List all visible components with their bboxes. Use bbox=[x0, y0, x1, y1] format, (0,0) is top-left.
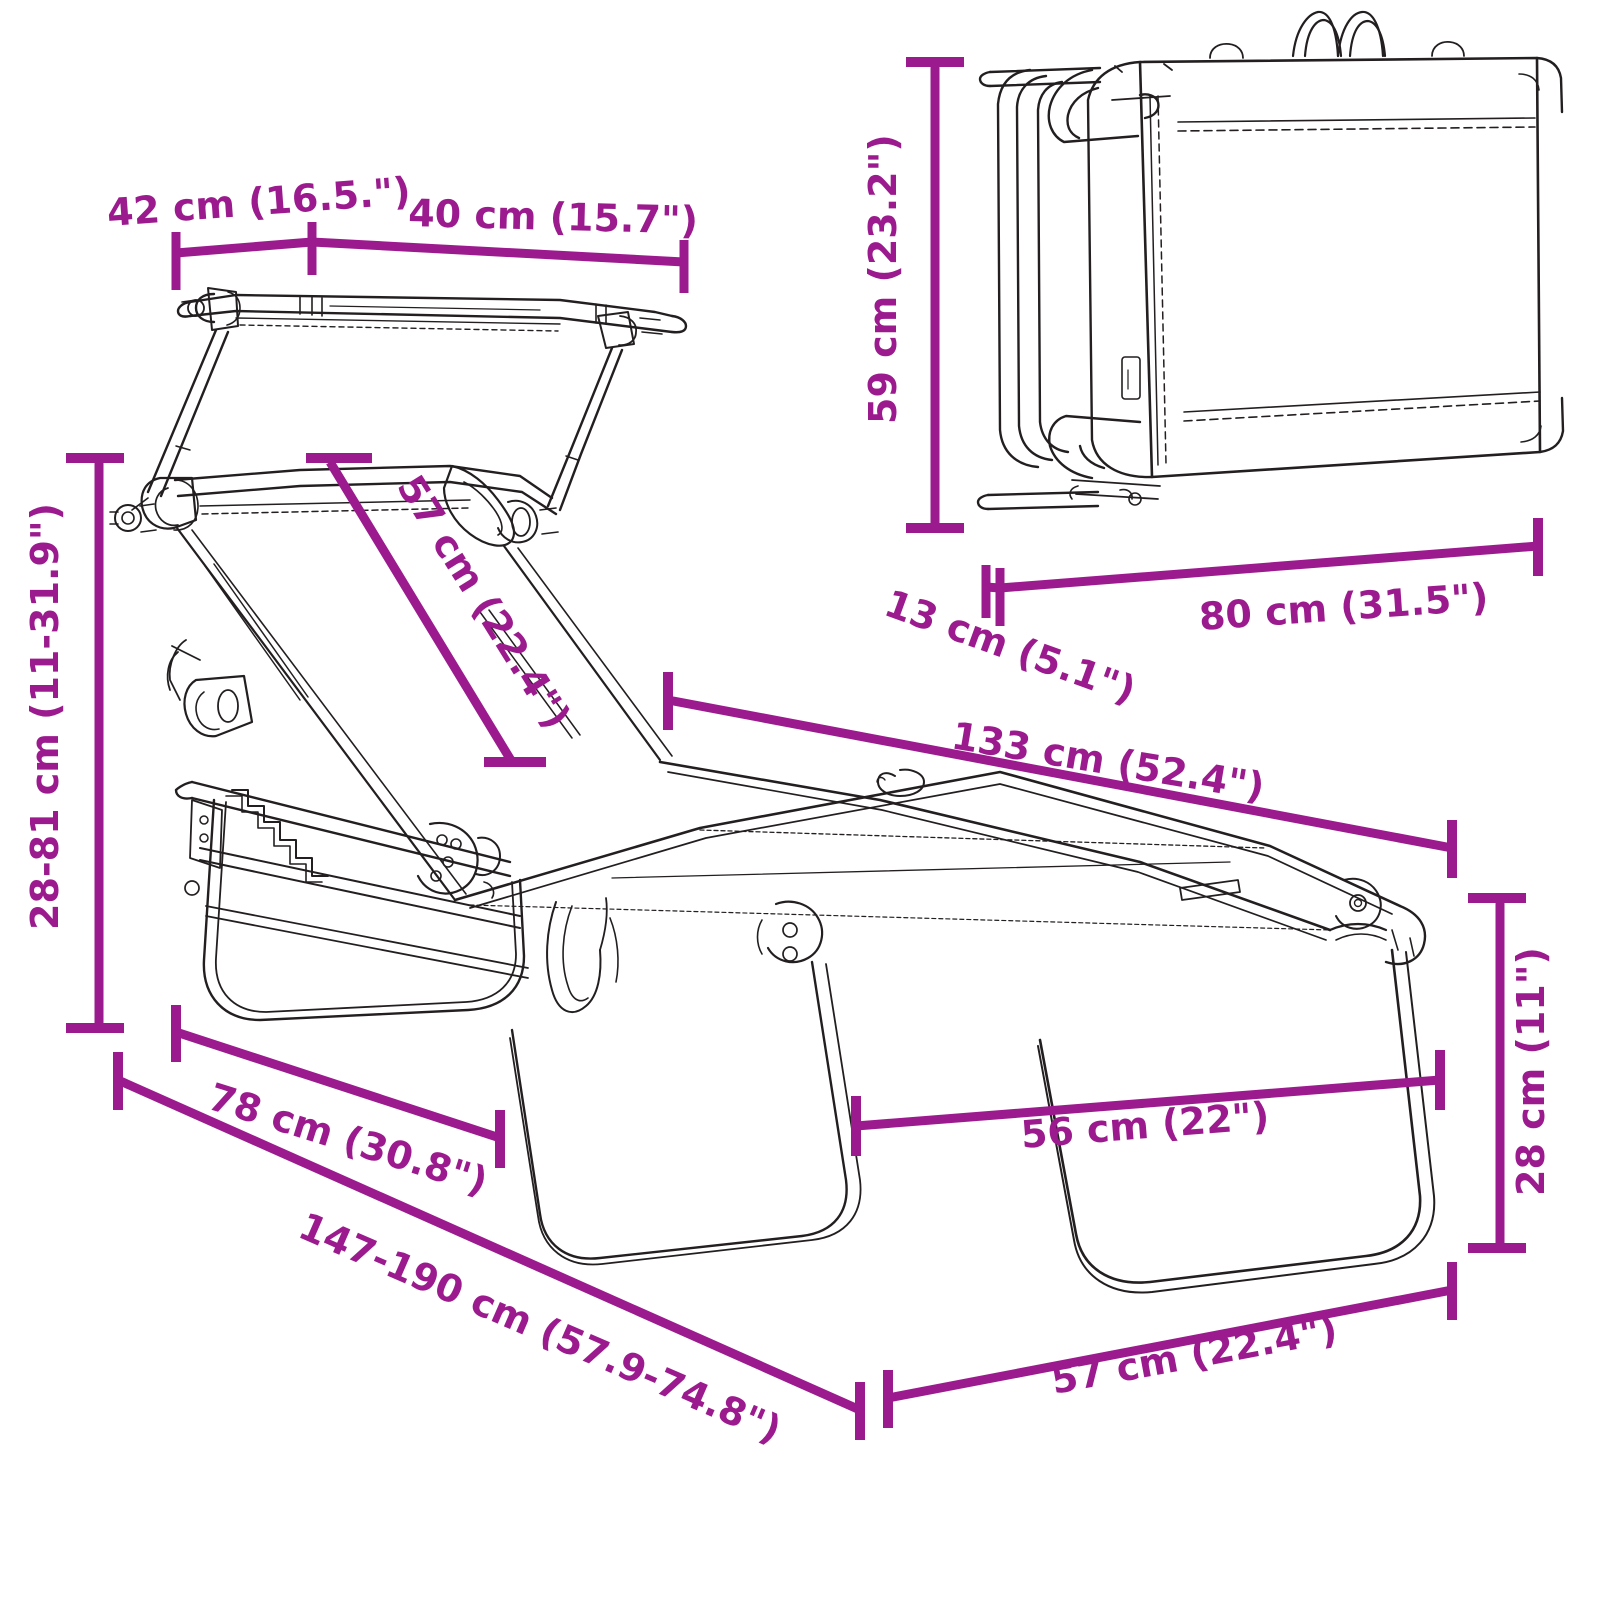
dimlabel-folded-thickness: 13 cm (5.1") bbox=[879, 581, 1141, 712]
dimlabel-leg-height: 28 cm (11") bbox=[1509, 947, 1553, 1196]
dimlabel-folded-height: 59 cm (23.2") bbox=[861, 134, 905, 424]
dimline-front-section bbox=[171, 1005, 505, 1168]
dimline-height-range bbox=[66, 453, 124, 1033]
assembled-lounger-illustration bbox=[109, 287, 1436, 1294]
dimlabel-canopy-depth: 42 cm (16.5.") bbox=[105, 169, 412, 235]
dimlabel-folded-width: 80 cm (31.5") bbox=[1198, 575, 1490, 639]
dimline-folded-width bbox=[999, 518, 1543, 593]
dimline-leg-width bbox=[851, 1050, 1445, 1156]
dimlabel-leg-width: 56 cm (22") bbox=[1019, 1094, 1271, 1157]
dimline-bed-length bbox=[663, 672, 1457, 878]
dimline-canopy-width bbox=[311, 237, 689, 293]
dimlabel-total-length: 147-190 cm (57.9-74.8") bbox=[292, 1204, 787, 1452]
dimlabel-height-range: 28-81 cm (11-31.9") bbox=[23, 503, 67, 930]
dimline-folded-thickness bbox=[981, 565, 1005, 626]
dimline-bed-width bbox=[883, 1262, 1457, 1428]
dimline-backrest-length bbox=[306, 453, 546, 767]
dimlabel-canopy-width: 40 cm (15.7") bbox=[408, 191, 699, 243]
dimline-leg-height bbox=[1468, 893, 1526, 1253]
dimlabel-bed-length: 133 cm (52.4") bbox=[949, 713, 1268, 809]
dimline-canopy-depth bbox=[171, 222, 317, 290]
dimlabel-bed-width: 57 cm (22.4") bbox=[1048, 1307, 1341, 1403]
dimline-folded-height bbox=[906, 57, 964, 533]
folded-lounger-illustration bbox=[976, 10, 1565, 511]
dimline-total-length bbox=[113, 1052, 865, 1440]
